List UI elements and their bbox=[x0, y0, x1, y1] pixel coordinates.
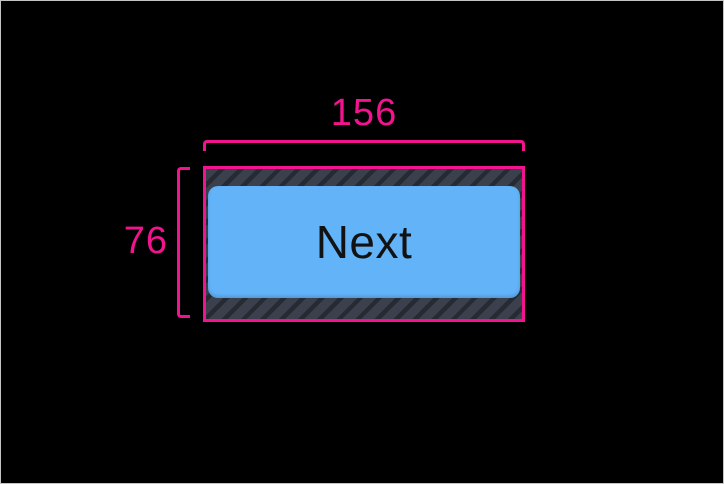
height-measure-bracket bbox=[177, 167, 190, 318]
width-measure-bracket bbox=[203, 140, 525, 151]
width-dimension-label: 156 bbox=[330, 92, 398, 134]
next-button[interactable]: Next bbox=[208, 186, 520, 298]
selection-bounds-box: Next bbox=[203, 166, 525, 322]
next-button-label: Next bbox=[315, 216, 413, 268]
height-dimension-label: 76 bbox=[123, 220, 168, 262]
